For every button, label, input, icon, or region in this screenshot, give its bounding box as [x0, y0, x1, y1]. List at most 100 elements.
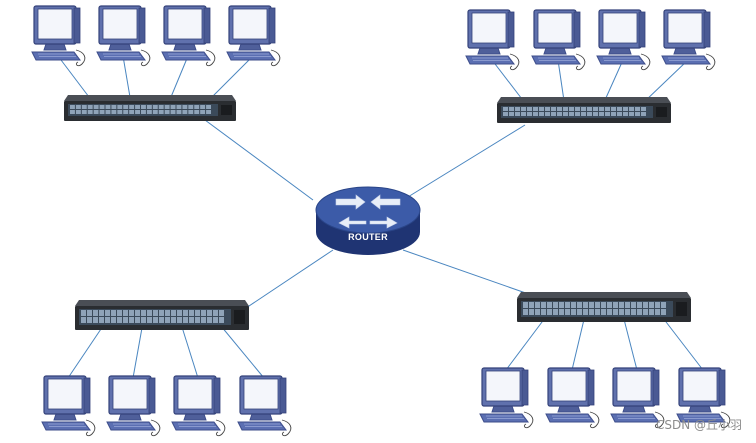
computer-icon[interactable]	[106, 375, 161, 437]
switch-port	[70, 105, 75, 109]
switch-port	[637, 309, 642, 315]
switch-port	[87, 105, 93, 109]
switch-port	[141, 317, 146, 323]
switch-top-right[interactable]	[497, 97, 671, 123]
switch-port	[200, 105, 206, 109]
computer-icon[interactable]	[237, 375, 292, 437]
switch-port	[535, 302, 540, 308]
switch-port	[631, 309, 636, 315]
switch-port	[605, 107, 610, 111]
router[interactable]: ROUTER	[315, 186, 421, 255]
switch-port	[641, 112, 646, 116]
switch-port	[515, 107, 520, 111]
switch-port	[87, 110, 93, 114]
switch-port	[545, 107, 550, 111]
switch-port	[201, 310, 206, 316]
switch-port	[153, 310, 158, 316]
switch-port	[177, 317, 182, 323]
switch-port	[631, 302, 636, 308]
switch-port	[81, 317, 86, 323]
switch-port	[213, 310, 218, 316]
switch-port	[87, 317, 92, 323]
computer-link-top-right-3	[603, 59, 624, 104]
switch-port	[553, 309, 558, 315]
switch-port	[607, 309, 612, 315]
computer-link-bottom-left-2	[132, 325, 143, 379]
switch-port	[206, 110, 211, 114]
switch-port	[159, 317, 164, 323]
switch-port	[70, 110, 75, 114]
switch-bottom-right[interactable]	[517, 292, 691, 322]
router-arrows-icon	[335, 194, 401, 229]
switch-port	[529, 302, 534, 308]
switch-port	[623, 112, 628, 116]
switch-port	[117, 110, 123, 114]
switch-port	[105, 110, 111, 114]
switch-port	[117, 310, 122, 316]
computer-icon[interactable]	[226, 5, 281, 67]
switch-top-left[interactable]	[64, 95, 236, 121]
switch-port	[619, 302, 624, 308]
switch-port	[547, 309, 552, 315]
computer-icon[interactable]	[161, 5, 216, 67]
switch-port	[159, 310, 164, 316]
computer-icon[interactable]	[661, 9, 716, 71]
switch-port	[123, 105, 129, 109]
switch-port	[93, 317, 98, 323]
router-link-bottom-left	[239, 249, 334, 313]
switch-port	[595, 309, 600, 315]
switch-port	[617, 112, 622, 116]
computer-icon[interactable]	[531, 9, 586, 71]
switch-port	[551, 112, 556, 116]
switch-port	[587, 112, 592, 116]
switch-port	[661, 302, 666, 308]
switch-port	[625, 309, 630, 315]
switch-port	[563, 107, 568, 111]
switch-port	[206, 105, 211, 109]
computer-icon[interactable]	[96, 5, 151, 67]
switch-port	[569, 107, 574, 111]
switch-port	[219, 317, 224, 323]
switch-port	[601, 309, 606, 315]
switch-port	[535, 309, 540, 315]
computer-link-top-right-2	[557, 59, 565, 104]
switch-port	[565, 302, 570, 308]
switch-port	[165, 317, 170, 323]
switch-port	[93, 110, 99, 114]
computer-icon[interactable]	[31, 5, 86, 67]
switch-port	[176, 110, 182, 114]
switch-port	[171, 317, 176, 323]
switch-port	[613, 302, 618, 308]
switch-port	[87, 310, 92, 316]
switch-port	[152, 110, 158, 114]
switch-bottom-left[interactable]	[75, 300, 249, 330]
switch-port	[141, 310, 146, 316]
computer-icon[interactable]	[479, 367, 534, 429]
switch-port	[649, 309, 654, 315]
switch-port	[111, 105, 117, 109]
switch-port	[147, 317, 152, 323]
switch-port	[188, 110, 194, 114]
computer-icon[interactable]	[596, 9, 651, 71]
switch-port	[583, 302, 588, 308]
switch-port	[617, 107, 622, 111]
switch-port	[589, 309, 594, 315]
switch-port	[129, 310, 134, 316]
computer-icon[interactable]	[545, 367, 600, 429]
switch-port	[571, 309, 576, 315]
computer-icon[interactable]	[171, 375, 226, 437]
switch-port	[611, 112, 616, 116]
switch-port	[123, 317, 128, 323]
computer-link-bottom-right-3	[623, 317, 638, 371]
switch-port	[565, 309, 570, 315]
router-link-top-left	[204, 119, 314, 201]
switch-port	[515, 112, 520, 116]
switch-port	[559, 309, 564, 315]
computer-link-bottom-left-1	[67, 325, 104, 379]
switch-port	[195, 310, 200, 316]
switch-port	[81, 110, 87, 114]
computer-icon[interactable]	[41, 375, 96, 437]
switch-port	[189, 317, 194, 323]
computer-icon[interactable]	[465, 9, 520, 71]
switch-port	[111, 317, 116, 323]
